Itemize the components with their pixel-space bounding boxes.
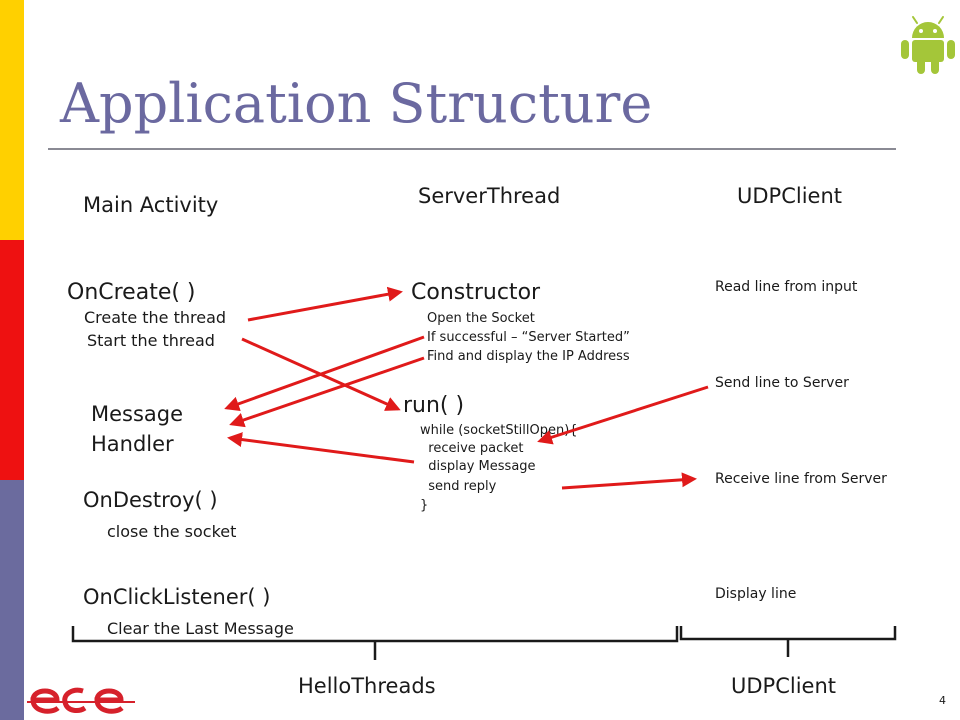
arrow-reply-to-client: [561, 472, 697, 490]
server-thread-heading: ServerThread: [418, 184, 561, 208]
arrow-constructor-ip-to-handler: [229, 356, 425, 428]
run-line: receive packet: [420, 441, 524, 456]
on-create-label: OnCreate( ): [67, 280, 196, 305]
constructor-step: If successful – “Server Started”: [427, 330, 630, 345]
udpclient-group-label: UDPClient: [731, 674, 836, 698]
arrow-constructor-to-handler: [224, 335, 425, 411]
send-line-text: Send line to Server: [715, 375, 849, 391]
message-handler-label-line1: Message: [91, 402, 184, 426]
arrow-send-to-receive-packet: [537, 385, 709, 445]
brace-udpclient: [679, 626, 897, 657]
run-line: }: [420, 498, 429, 513]
band-purple: [0, 480, 24, 720]
create-thread-text: Create the thread: [84, 308, 227, 327]
arrow-run-to-handler: [227, 432, 415, 464]
on-destroy-label: OnDestroy( ): [83, 488, 218, 512]
run-label: run( ): [403, 393, 465, 418]
main-activity-heading: Main Activity: [83, 193, 219, 217]
clear-message-text: Clear the Last Message: [107, 619, 294, 638]
run-line: send reply: [420, 479, 497, 494]
run-line: display Message: [420, 459, 536, 474]
brace-hellothreads: [71, 626, 679, 660]
band-red: [0, 240, 24, 480]
hellothreads-group-label: HelloThreads: [298, 674, 436, 698]
android-icon: [901, 16, 955, 74]
title-divider: [48, 148, 896, 150]
arrow-create-to-constructor: [247, 286, 403, 322]
udp-client-heading: UDPClient: [737, 184, 842, 208]
constructor-label: Constructor: [411, 280, 541, 305]
ece-logo: [25, 678, 137, 720]
slide-number: 4: [939, 694, 946, 707]
display-line-text: Display line: [715, 586, 797, 602]
read-line-text: Read line from input: [715, 279, 858, 295]
message-handler-label-line2: Handler: [91, 432, 174, 456]
receive-line-text: Receive line from Server: [715, 471, 887, 487]
constructor-step: Open the Socket: [427, 311, 535, 326]
start-thread-text: Start the thread: [87, 331, 215, 350]
close-socket-text: close the socket: [107, 522, 237, 541]
constructor-step: Find and display the IP Address: [427, 349, 630, 364]
on-click-listener-label: OnClickListener( ): [83, 585, 271, 609]
slide-title: Application Structure: [60, 72, 653, 135]
band-yellow: [0, 0, 24, 240]
